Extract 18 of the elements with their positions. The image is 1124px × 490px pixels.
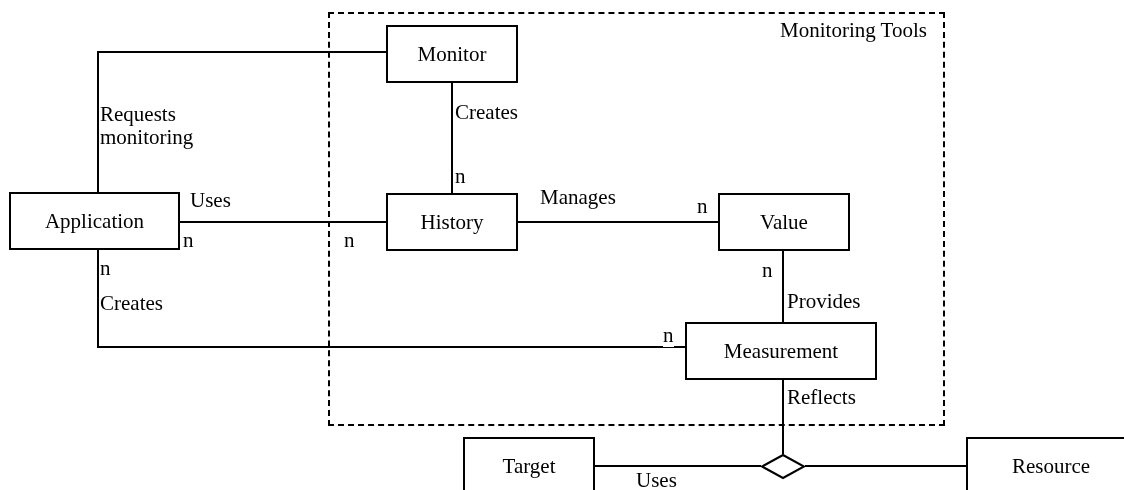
connector-line	[782, 379, 784, 455]
group-boundary	[328, 12, 945, 426]
entity-box: Monitor	[386, 25, 518, 83]
connector-line	[97, 249, 686, 348]
connector-line	[97, 51, 387, 193]
entity-box: Measurement	[685, 322, 877, 380]
connector-line	[451, 82, 453, 194]
connector-line	[782, 250, 784, 323]
connector-line	[179, 221, 387, 223]
entity-box: Value	[718, 193, 850, 251]
entity-box: History	[386, 193, 518, 251]
connector-line	[594, 465, 762, 467]
group-title: Monitoring Tools	[780, 18, 927, 43]
connector-line	[517, 221, 719, 223]
entity-box: Application	[9, 192, 180, 250]
entity-box: Target	[463, 437, 595, 490]
connector-line	[804, 465, 967, 467]
entity-box: Resource	[966, 437, 1124, 490]
